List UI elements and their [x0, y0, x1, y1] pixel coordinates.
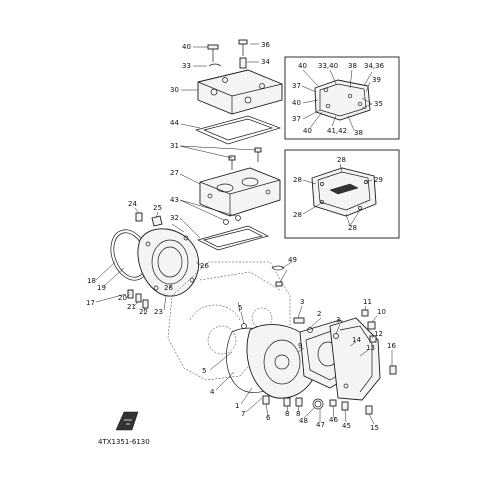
- inset1-callout-33-40: 33,40: [318, 62, 338, 70]
- callout-15: 15: [370, 424, 379, 432]
- callout-31: 31: [170, 142, 179, 150]
- gasket-44: [194, 115, 282, 145]
- inset2-callout-28a: 28: [337, 156, 346, 164]
- callout-40: 40: [182, 43, 191, 51]
- leaders-upper: [179, 43, 259, 239]
- callout-26: 26: [200, 262, 209, 270]
- callout-1: 1: [235, 402, 239, 410]
- callout-10: 10: [377, 308, 386, 316]
- callout-36: 36: [261, 41, 270, 49]
- fr-arrow-icon: [115, 411, 139, 431]
- callout-19: 19: [97, 284, 106, 292]
- callout-14: 14: [352, 336, 361, 344]
- callout-8b: 8: [296, 410, 300, 418]
- callout-5b: 5: [202, 367, 206, 375]
- clip-49: [271, 261, 293, 271]
- inset1-callout-40c: 40: [303, 127, 312, 135]
- cylinder-head-cover-30: [197, 69, 283, 115]
- gasket-32: [197, 225, 269, 251]
- callout-5a: 5: [238, 304, 242, 312]
- callout-8a: 8: [285, 410, 289, 418]
- callout-25: 25: [153, 204, 162, 212]
- callout-24: 24: [128, 200, 137, 208]
- callout-6: 6: [266, 414, 271, 422]
- inset1-callout-40: 40: [298, 62, 307, 70]
- callout-3a: 3: [300, 298, 304, 306]
- callout-49: 49: [288, 256, 297, 264]
- callout-32: 32: [170, 214, 179, 222]
- bolt-16: [389, 365, 397, 375]
- head-block-27: [199, 147, 281, 217]
- inset1-callout-35: 35: [374, 100, 383, 108]
- bolts-bottom: [262, 395, 373, 415]
- callout-23: 23: [154, 308, 163, 316]
- inset1-callout-41-42: 41,42: [327, 127, 347, 135]
- leaders-left: [95, 207, 203, 313]
- pin-24: [135, 212, 143, 222]
- callout-9: 9: [298, 342, 302, 350]
- callout-12: 12: [374, 330, 383, 338]
- bracket-33: [208, 63, 222, 67]
- callout-47: 47: [316, 421, 325, 429]
- inset1-callout-38b: 38: [354, 129, 363, 137]
- callout-2: 2: [317, 310, 321, 318]
- right-crankcase-cover-9: [246, 324, 318, 399]
- inset1-callout-38a: 38: [348, 62, 357, 70]
- callout-16: 16: [387, 342, 396, 350]
- callout-7: 7: [241, 410, 245, 418]
- inset1-callout-39: 39: [372, 76, 381, 84]
- dowels-right: [241, 281, 339, 339]
- bolt-34: [239, 57, 247, 69]
- callout-22: 22: [139, 308, 148, 316]
- bolt-40: [207, 44, 219, 62]
- callout-46: 46: [329, 416, 338, 424]
- inset1-callout-37a: 37: [292, 82, 301, 90]
- bolt-10-11-12: [361, 309, 377, 343]
- inset1-callout-40b: 40: [292, 99, 301, 107]
- inset1-callout-37b: 37: [292, 115, 301, 123]
- catalog-code: 4TX1351-6130: [98, 438, 150, 446]
- dowel-43: [223, 215, 241, 225]
- callout-27: 27: [170, 169, 179, 177]
- inset1-callout-34-36: 34,36: [364, 62, 385, 70]
- callout-21: 21: [127, 303, 136, 311]
- outer-cover-13: [329, 317, 381, 401]
- plate-25: [151, 215, 163, 227]
- callout-26b: 26: [164, 284, 173, 292]
- inset-box-cover-detail: [284, 56, 400, 140]
- callout-48: 48: [299, 417, 308, 425]
- callout-11: 11: [363, 298, 372, 306]
- callout-44: 44: [170, 119, 179, 127]
- inset-box-gasket-detail: [284, 149, 400, 239]
- callout-43: 43: [170, 196, 179, 204]
- callout-labels: 40 36 33 34 30 44 31 27 43 32 24 25 26 1…: [86, 41, 396, 446]
- left-crankcase-cover-23: [137, 228, 200, 297]
- callout-17: 17: [86, 299, 95, 307]
- callout-30: 30: [170, 86, 179, 94]
- leaders-right: [209, 269, 393, 425]
- callout-4: 4: [210, 388, 215, 396]
- callout-18: 18: [87, 277, 96, 285]
- callout-33: 33: [182, 62, 191, 70]
- callout-3b: 3: [336, 316, 340, 324]
- inset2-callout-28b: 28: [293, 176, 302, 184]
- callout-34: 34: [261, 58, 270, 66]
- callout-45: 45: [342, 422, 351, 430]
- callout-13: 13: [366, 344, 375, 352]
- callout-20: 20: [118, 294, 127, 302]
- inset2-callout-28c: 28: [293, 211, 302, 219]
- inset2-callout-29: 29: [374, 176, 383, 184]
- inset2-callout-28d: 28: [348, 224, 357, 232]
- bolt-20-21-22: [127, 289, 149, 309]
- bolt-36: [238, 39, 248, 56]
